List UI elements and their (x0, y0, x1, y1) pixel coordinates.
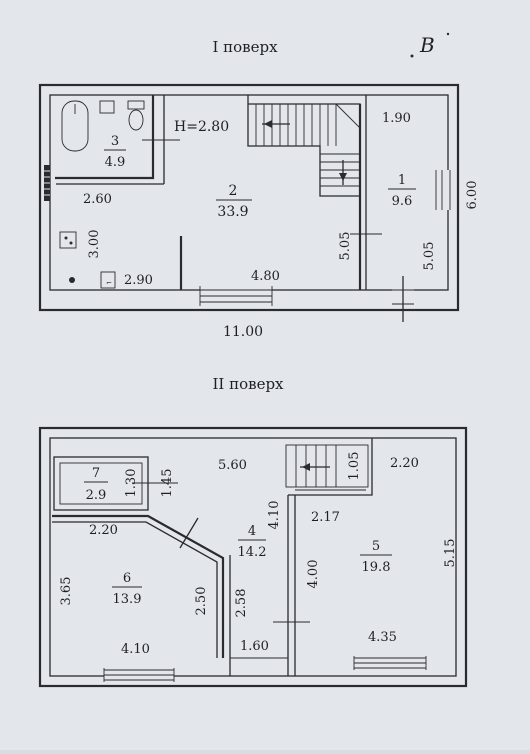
dim-5-05-right: 5.05 (422, 242, 437, 271)
room-3-partition (55, 95, 155, 180)
room-6-door-mark (179, 517, 199, 549)
toilet-tank (127, 100, 145, 110)
room-5-number: 5 (372, 539, 380, 554)
dim-5-05-left: 5.05 (338, 232, 353, 261)
dim-5-15: 5.15 (443, 539, 458, 568)
room-6-partition-line (52, 521, 218, 658)
room-7-walls (53, 456, 149, 511)
room-3-area: 4.9 (105, 155, 126, 170)
dim-2-58: 2.58 (234, 589, 249, 618)
toilet-icon (128, 109, 144, 131)
dim-1-90: 1.90 (382, 111, 411, 126)
room-7-number: 7 (92, 466, 100, 481)
dim-1-45: 1.45 (160, 469, 175, 498)
staircase (247, 95, 361, 197)
floor-1-title: I поверх (212, 38, 278, 56)
sink-icon (100, 271, 116, 289)
dim-2-20-right: 2.20 (390, 456, 419, 471)
staircase-upper (285, 444, 369, 488)
room-2-area: 33.9 (217, 204, 248, 220)
dim-6-00: 6.00 (465, 181, 480, 210)
dim-1-05: 1.05 (347, 452, 362, 481)
room-1-area: 9.6 (392, 194, 413, 209)
room-7-inner (59, 462, 143, 505)
dim-2-60: 2.60 (83, 192, 112, 207)
dim-2-17: 2.17 (311, 510, 340, 525)
dim-2-50: 2.50 (194, 587, 209, 616)
dim-2-20-left: 2.20 (89, 523, 118, 538)
dim-3-65: 3.65 (59, 577, 74, 606)
room-6-area: 13.9 (113, 592, 142, 607)
svg-text:⌐: ⌐ (106, 279, 112, 287)
floor-2-plan: 7 2.9 4 14.2 6 13.9 5 19.8 1.30 1.45 5.6… (38, 426, 468, 688)
dim-4-80: 4.80 (251, 269, 280, 284)
dim-5-60: 5.60 (218, 458, 247, 473)
boiler-icon (69, 277, 75, 283)
room-4-number: 4 (248, 524, 256, 539)
floor-2-title: II поверх (212, 375, 284, 393)
dim-2-90: 2.90 (124, 273, 153, 288)
corner-dot (410, 54, 414, 58)
window-right (436, 170, 450, 210)
dim-4-35: 4.35 (368, 630, 397, 645)
room-5-area: 19.8 (362, 560, 391, 575)
dim-1-60: 1.60 (240, 639, 269, 654)
room-3-number: 3 (111, 134, 119, 149)
floor-1-outer-wall (38, 83, 460, 312)
stove-icon (59, 231, 77, 249)
floor-1-plan: ⌐ (38, 83, 480, 340)
dim-4-10-corridor: 4.10 (267, 501, 282, 530)
floor-2-inner-wall (49, 437, 457, 677)
room-1-number: 1 (398, 173, 406, 188)
room-6-partition (52, 514, 225, 658)
dim-11-00: 11.00 (223, 324, 263, 340)
corner-dot (446, 32, 450, 36)
dim-3-00: 3.00 (87, 230, 102, 259)
sink-icon (99, 100, 115, 114)
staircase-outline (288, 438, 373, 496)
dim-4-10-bottom: 4.10 (121, 642, 150, 657)
corner-note: B (419, 33, 435, 57)
room-6-number: 6 (123, 571, 131, 586)
ceiling-height: H=2.80 (174, 119, 229, 135)
room-7-area: 2.9 (86, 488, 107, 503)
room-2-number: 2 (229, 183, 238, 199)
room-4-area: 14.2 (238, 545, 267, 560)
bathtub-icon (61, 100, 89, 152)
dim-4-00: 4.00 (306, 560, 321, 589)
floor-2-outer-wall (38, 426, 468, 688)
dim-1-30: 1.30 (124, 469, 139, 498)
